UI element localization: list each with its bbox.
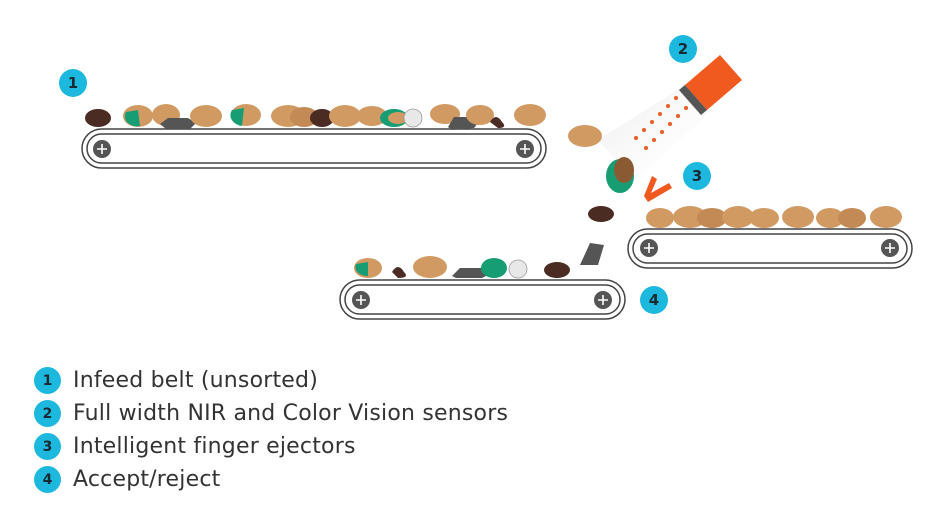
svg-text:4: 4 xyxy=(649,291,659,309)
accept-belt xyxy=(627,228,913,269)
legend-item-ejectors: 3 Intelligent finger ejectors xyxy=(34,430,508,463)
roller-icon xyxy=(352,291,370,309)
legend-item-sensors: 2 Full width NIR and Color Vision sensor… xyxy=(34,397,508,430)
legend-item-accept-reject: 4 Accept/reject xyxy=(34,463,508,496)
legend-label: Intelligent finger ejectors xyxy=(73,434,356,459)
rejected-items xyxy=(354,256,570,279)
nir-color-sensor-icon xyxy=(634,55,742,150)
roller-icon xyxy=(640,239,658,257)
roller-icon xyxy=(93,140,111,158)
badge-3: 3 xyxy=(683,162,711,190)
accepted-items xyxy=(646,206,902,228)
roller-icon xyxy=(594,291,612,309)
badge-2: 2 xyxy=(669,35,697,63)
legend-badge: 4 xyxy=(34,466,61,493)
svg-text:1: 1 xyxy=(68,74,78,92)
svg-text:3: 3 xyxy=(692,167,702,185)
finger-ejector-icon xyxy=(644,176,672,202)
badge-1: 1 xyxy=(59,69,87,97)
reject-belt xyxy=(339,279,626,320)
legend-badge: 2 xyxy=(34,400,61,427)
legend-badge: 3 xyxy=(34,433,61,460)
svg-text:2: 2 xyxy=(678,40,688,58)
badge-4: 4 xyxy=(640,286,668,314)
infeed-belt xyxy=(81,128,547,169)
legend-label: Accept/reject xyxy=(73,467,221,492)
falling-items xyxy=(568,125,634,265)
roller-icon xyxy=(881,239,899,257)
legend-label: Infeed belt (unsorted) xyxy=(73,368,318,393)
legend-item-infeed: 1 Infeed belt (unsorted) xyxy=(34,364,508,397)
roller-icon xyxy=(516,140,534,158)
infeed-items xyxy=(85,104,546,130)
legend: 1 Infeed belt (unsorted) 2 Full width NI… xyxy=(34,364,508,496)
legend-label: Full width NIR and Color Vision sensors xyxy=(73,401,509,426)
legend-badge: 1 xyxy=(34,367,61,394)
